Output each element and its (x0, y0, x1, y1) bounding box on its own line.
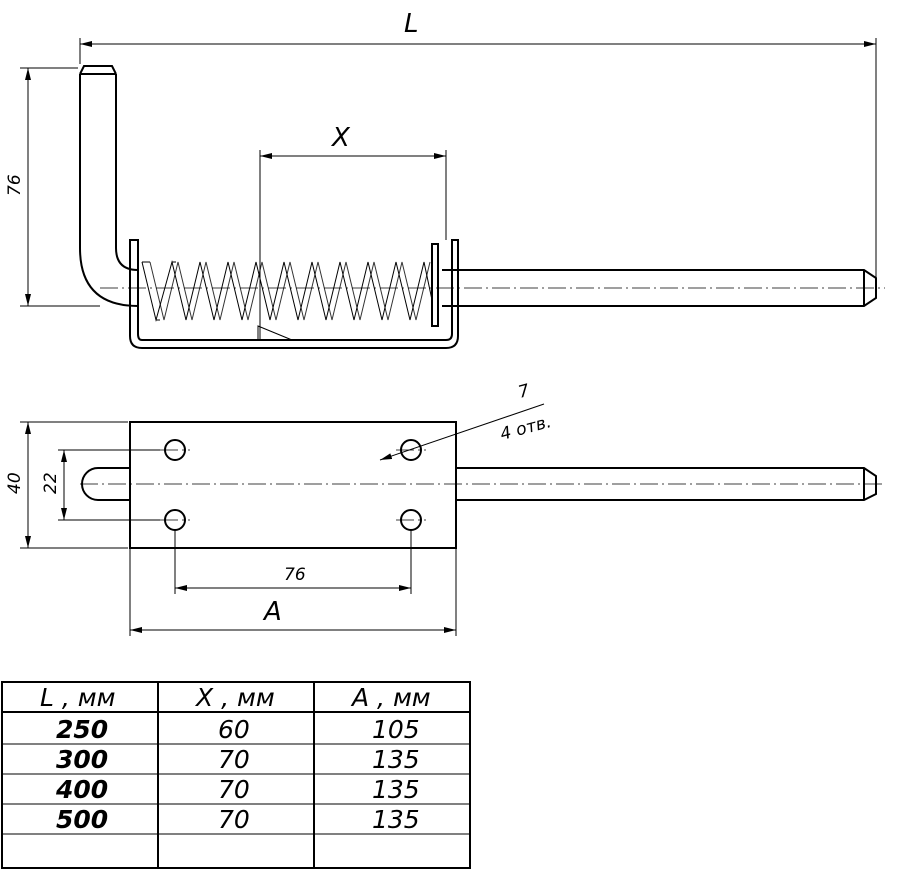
stop-pin (257, 325, 293, 341)
table-cell: 500 (56, 805, 108, 834)
table-cell: 70 (218, 775, 250, 804)
table-cell: 135 (372, 745, 420, 774)
hole-leader (379, 403, 545, 461)
dim-label-A: A (262, 597, 282, 627)
table-header-L: L , мм (40, 683, 116, 712)
table-cell: 70 (218, 745, 250, 774)
table-cell: 105 (372, 715, 420, 744)
dim-label-40: 40 (5, 472, 25, 494)
dim-label-76-vertical: 76 (5, 174, 25, 196)
size-table: L , мм X , мм A , мм 250 60 105 300 70 1… (1, 681, 471, 869)
dim-label-L: L (404, 9, 419, 39)
table-cell: 300 (56, 745, 108, 774)
bolt-handle-tip (79, 65, 117, 75)
dim-label-X: X (330, 123, 351, 153)
stop-washer (431, 243, 439, 327)
table-cell: 400 (55, 775, 108, 804)
bolt-handle (79, 74, 139, 307)
table-cell: 135 (372, 775, 420, 804)
plan-view: 40 22 76 A 7 4 отв. (5, 381, 885, 636)
table-cell: 250 (56, 715, 108, 744)
table-cell: 135 (372, 805, 420, 834)
spring (141, 260, 433, 322)
table-header-X: X , мм (194, 683, 275, 712)
mounting-plate (129, 421, 457, 549)
table-cell: 70 (218, 805, 250, 834)
dim-label-22: 22 (41, 472, 61, 494)
table-cell: 60 (218, 715, 250, 744)
side-view: L 76 X (5, 9, 885, 349)
bracket-channel (129, 239, 459, 349)
dim-label-hole-diameter: 7 (516, 381, 532, 403)
dim-label-76-horizontal: 76 (284, 565, 306, 585)
table-header-A: A , мм (350, 683, 431, 712)
spring-back (149, 261, 431, 321)
